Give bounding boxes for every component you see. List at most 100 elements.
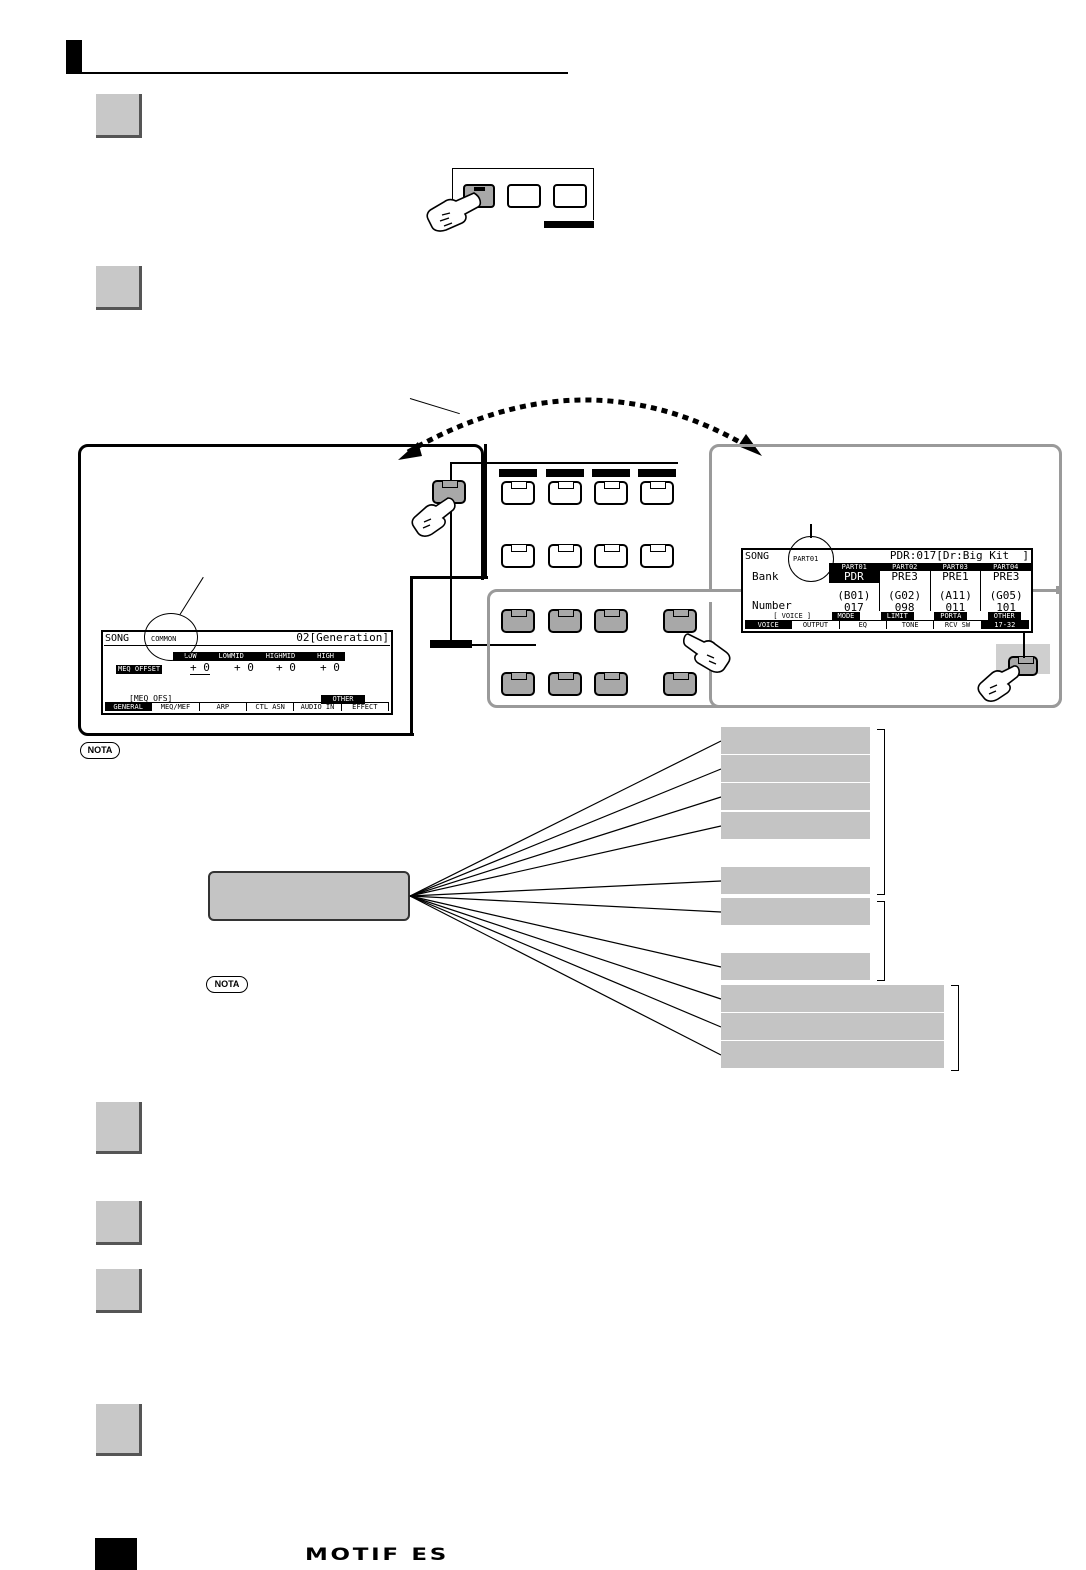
part-label-bar-4 xyxy=(638,469,676,477)
part-panel-cover-2 xyxy=(1056,586,1059,594)
lcd-header-high: HIGH xyxy=(317,652,334,660)
target-box-8 xyxy=(721,985,944,1012)
lcd-tab-arp[interactable]: ARP xyxy=(199,702,247,711)
step-6-box xyxy=(96,1404,142,1456)
section-rule xyxy=(82,72,568,74)
part-button-8[interactable] xyxy=(640,544,674,568)
lcd-subtab-porta[interactable]: PORTA xyxy=(934,612,968,621)
common-button-bracket xyxy=(450,462,678,464)
lcd-part-tab-row: VOICE OUTPUT EQ TONE RCV SW 17-32 xyxy=(745,620,1029,629)
lcd-tab-output[interactable]: OUTPUT xyxy=(792,620,840,629)
track-line xyxy=(484,644,536,646)
part-button-7[interactable] xyxy=(594,544,628,568)
lcd-subtab-other[interactable]: OTHER xyxy=(987,612,1021,621)
lcd-number-1[interactable]: 017 xyxy=(843,601,864,614)
lcd-part-header-1: PART01 xyxy=(841,563,867,571)
lcd-tab-row: GENERAL MEQ/MEF ARP CTL ASN AUDIO IN EFF… xyxy=(105,702,389,711)
track-button-1[interactable] xyxy=(501,609,535,633)
part-lcd-screen: SONG PART01 PDR:017[Dr:Big Kit ] PART01 … xyxy=(741,548,1033,633)
track-button-7[interactable] xyxy=(594,672,628,696)
section-marker xyxy=(66,40,82,74)
common-panel-notch-right xyxy=(410,576,413,736)
mode-button-2[interactable] xyxy=(507,184,541,208)
step-1-box xyxy=(96,94,142,138)
track-button-6[interactable] xyxy=(548,672,582,696)
nota-badge-1: NOTA xyxy=(80,742,120,759)
motif-es-logo: MOTIF ES xyxy=(305,1545,450,1565)
group-bracket-3 xyxy=(951,985,959,1071)
lcd-header-highmid: HIGHMID xyxy=(265,652,296,660)
part-circle-callout xyxy=(810,524,812,538)
lcd-tab-ctlasn[interactable]: CTL ASN xyxy=(246,702,295,711)
pointing-hand-icon xyxy=(977,665,1020,702)
target-box-7 xyxy=(721,953,870,980)
lcd-number-2[interactable]: 098 xyxy=(894,601,915,614)
lcd-section-label: [MEQ OFS] xyxy=(129,694,173,703)
nota-badge-2: NOTA xyxy=(206,976,248,993)
f6-callout-line xyxy=(1023,632,1025,658)
lcd-header-lowmid: LOWMID xyxy=(218,652,244,660)
lcd-bank-label: Bank xyxy=(752,570,779,583)
part-label-bar-3 xyxy=(592,469,630,477)
lcd-value-high[interactable]: + 0 xyxy=(320,661,340,674)
part-label-bar-1 xyxy=(499,469,537,477)
common-line-down xyxy=(450,504,452,646)
common-button-bracket-v xyxy=(450,462,452,480)
lcd-subtab-limit[interactable]: LIMIT xyxy=(880,612,914,621)
lcd-tab-voice[interactable]: VOICE xyxy=(745,620,793,629)
lcd-part-header-4: PART04 xyxy=(993,563,1019,571)
target-box-2 xyxy=(721,755,870,782)
lcd-value-highmid[interactable]: + 0 xyxy=(276,661,296,674)
lcd-tab-eq[interactable]: EQ xyxy=(839,620,887,629)
lcd-tab-general[interactable]: GENERAL xyxy=(105,702,153,711)
mode-label-bar xyxy=(544,221,594,228)
mode-button-3[interactable] xyxy=(553,184,587,208)
part-button-1[interactable] xyxy=(501,481,535,505)
track-button-8[interactable] xyxy=(663,672,697,696)
part-button-4[interactable] xyxy=(640,481,674,505)
part-label-bar-2 xyxy=(546,469,584,477)
lcd-tab-effect[interactable]: EFFECT xyxy=(341,702,389,711)
track-button-4[interactable] xyxy=(663,609,697,633)
pointing-hand-icon xyxy=(426,192,482,232)
target-box-5 xyxy=(721,867,870,894)
track-button-5[interactable] xyxy=(501,672,535,696)
lcd-number-4[interactable]: 101 xyxy=(996,601,1017,614)
track-button-3[interactable] xyxy=(594,609,628,633)
part-button-2[interactable] xyxy=(548,481,582,505)
lcd-mode-label: SONG xyxy=(745,551,770,562)
common-tab-highlight-circle xyxy=(144,613,198,661)
lcd-value-lowmid[interactable]: + 0 xyxy=(234,661,254,674)
lcd-bank-1[interactable]: PDR xyxy=(829,571,879,583)
lcd-program-3: (A11) xyxy=(938,589,972,602)
lcd-other-label[interactable]: OTHER xyxy=(321,695,365,704)
part-button-5[interactable] xyxy=(501,544,535,568)
lcd-part-title: PDR:017[Dr:Big Kit ] xyxy=(889,549,1029,562)
step-2-box xyxy=(96,266,142,310)
lcd-tab-17-32[interactable]: 17-32 xyxy=(981,620,1029,629)
lcd-bank-4[interactable]: PRE3 xyxy=(992,570,1020,583)
lcd-subtab-voice[interactable]: [ VOICE ] xyxy=(773,612,812,620)
lcd-title: 02[Generation] xyxy=(296,631,389,644)
lcd-bank-3[interactable]: PRE1 xyxy=(942,570,969,583)
lcd-value-low[interactable]: + 0 xyxy=(190,661,210,675)
lcd-tab-meq[interactable]: MEQ/MEF xyxy=(152,702,200,711)
step-5-box xyxy=(96,1269,142,1313)
target-box-4 xyxy=(721,812,870,839)
step-4-box xyxy=(96,1201,142,1245)
target-box-9 xyxy=(721,1013,944,1040)
lcd-program-2: (G02) xyxy=(888,589,922,602)
pointing-hand-icon xyxy=(411,497,456,537)
common-panel-notch xyxy=(410,576,488,741)
lcd-subtab-mode[interactable]: MODE xyxy=(831,612,861,621)
track-button-2[interactable] xyxy=(548,609,582,633)
lcd-mode-label: SONG xyxy=(105,633,130,644)
source-box xyxy=(208,871,410,921)
part-button-3[interactable] xyxy=(594,481,628,505)
lcd-tab-tone[interactable]: TONE xyxy=(886,620,935,629)
lcd-tab-audioin[interactable]: AUDIO IN xyxy=(294,702,342,711)
lcd-bank-2[interactable]: PRE3 xyxy=(891,570,918,583)
part-button-6[interactable] xyxy=(548,544,582,568)
lcd-tab-rcvsw[interactable]: RCV SW xyxy=(934,620,982,629)
lcd-number-3[interactable]: 011 xyxy=(945,601,966,614)
